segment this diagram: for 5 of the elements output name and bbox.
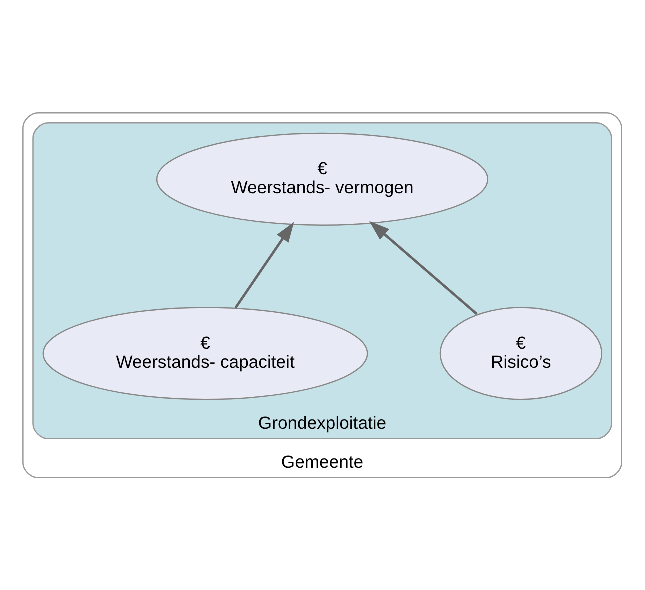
node-ellipse: € Weerstands- capaciteit [42, 306, 368, 400]
node-ellipse: € Weerstands- vermogen [156, 132, 489, 226]
node-ellipse: € Risico’s [440, 306, 603, 400]
arrow [370, 220, 478, 315]
arrow [234, 222, 294, 308]
